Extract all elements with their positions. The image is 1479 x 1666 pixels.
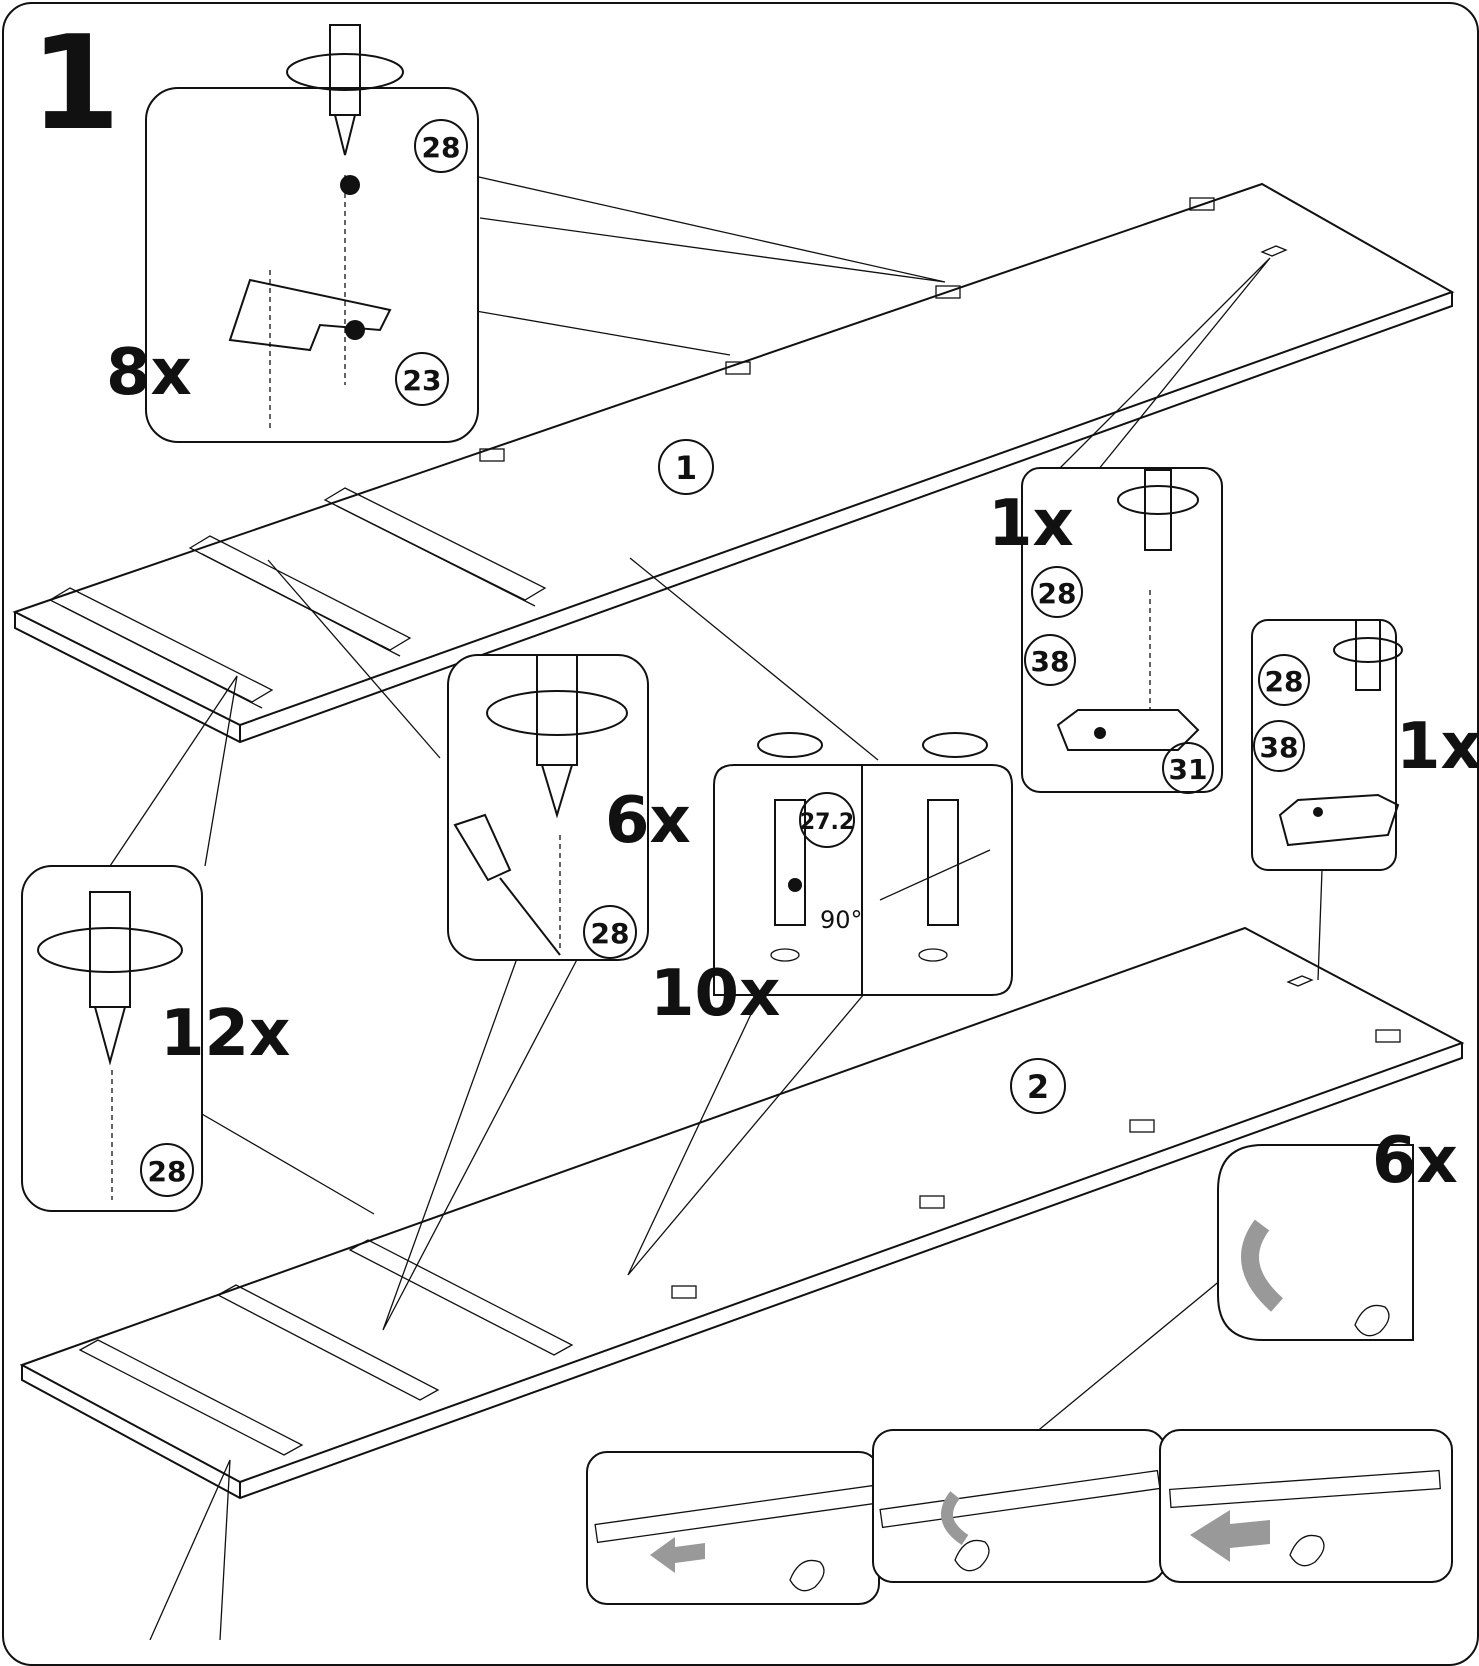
svg-text:38: 38 [1031,645,1070,678]
part-number-38: 38 [1024,634,1076,686]
hand-icon [954,1539,990,1572]
board-2 [19,926,1465,1500]
quantity-label: 8x [106,336,192,410]
part-number-28: 28 [414,119,468,173]
svg-text:1: 1 [675,449,697,487]
rail [48,587,274,709]
svg-text:23: 23 [403,364,442,397]
hook-part-icon [1278,793,1400,847]
step-number: 1 [30,7,120,159]
bracket [919,1195,945,1209]
arrow-left-icon [1190,1510,1270,1562]
screwdriver-rotate-icon [286,24,404,156]
rail [78,1339,304,1456]
svg-text:27.2: 27.2 [800,810,854,835]
quantity-label: 12x [160,997,290,1071]
part-number-31: 31 [1162,742,1214,794]
svg-text:28: 28 [422,131,461,164]
part-number-38: 38 [1253,720,1305,772]
slide-step-3 [1159,1429,1453,1583]
svg-text:2: 2 [1027,1068,1049,1106]
part-number-27-2: 27.2 [799,792,855,848]
screwdriver-rotate-icon [1333,619,1403,691]
part-number-23: 23 [395,352,449,406]
bracket [725,361,751,375]
board-2-label: 2 [1010,1058,1066,1114]
part-number-28: 28 [1031,566,1083,618]
svg-text:28: 28 [1265,665,1304,698]
rail-screw-detail-panel: 12x 28 [21,865,290,1212]
bracket [1375,1029,1401,1043]
angle-label: 90° [820,906,863,934]
screwdriver-rotate-icon [486,654,628,819]
screwdriver-rotate-icon [37,891,183,1066]
screwdriver-rotate-icon [757,732,988,758]
board-1-label: 1 [658,439,714,495]
screwdriver-rotate-icon [1117,469,1199,551]
callout-lines [109,174,1323,1640]
hook [1286,975,1314,987]
dowel-detail-panel: 90° 10x 27.2 [650,732,1013,1031]
bracket [671,1285,697,1299]
bracket [935,285,961,299]
manual-screwdriver-icon [453,813,561,956]
bracket-detail-panel: 8x 28 23 [106,24,479,443]
hook-part-icon [1056,590,1200,751]
rail [216,1284,440,1401]
rail [188,535,412,657]
bracket [1129,1119,1155,1133]
rotate-arrow-icon [941,1491,969,1545]
bracket-icon [228,175,392,430]
rail [348,1239,574,1356]
quantity-label: 6x [605,784,691,858]
svg-text:28: 28 [1038,577,1077,610]
part-number-28: 28 [583,905,637,959]
quantity-label: 6x [1372,1124,1458,1198]
hand-icon [789,1559,825,1592]
screw-pilot-detail-panel: 6x 28 [447,654,691,961]
slide-step-1 [586,1451,880,1605]
hook-detail-panel-top: 1x 28 38 31 [988,467,1223,794]
slide-step-2 [872,1429,1166,1583]
bracket [479,448,505,462]
svg-text:31: 31 [1169,753,1208,786]
dowel-icon [879,799,991,962]
hook-detail-panel-right: 1x 28 38 [1251,619,1479,871]
svg-text:28: 28 [148,1155,187,1188]
hand-icon [1289,1534,1325,1567]
slide-detail-panel: 6x [1217,1124,1458,1341]
quantity-label: 1x [1396,710,1479,784]
svg-text:28: 28 [591,917,630,950]
part-number-28: 28 [140,1143,194,1197]
arrow-left-icon [650,1537,705,1573]
rotate-arrow-icon [1241,1219,1284,1312]
quantity-label: 1x [988,487,1074,561]
bracket [1189,197,1215,211]
svg-text:38: 38 [1260,731,1299,764]
hand-icon [1354,1304,1390,1337]
quantity-label: 10x [650,957,780,1031]
rail [323,487,547,607]
dowel-icon [770,799,806,962]
board-1 [12,182,1455,744]
part-number-28: 28 [1258,654,1310,706]
hook [1260,245,1288,257]
